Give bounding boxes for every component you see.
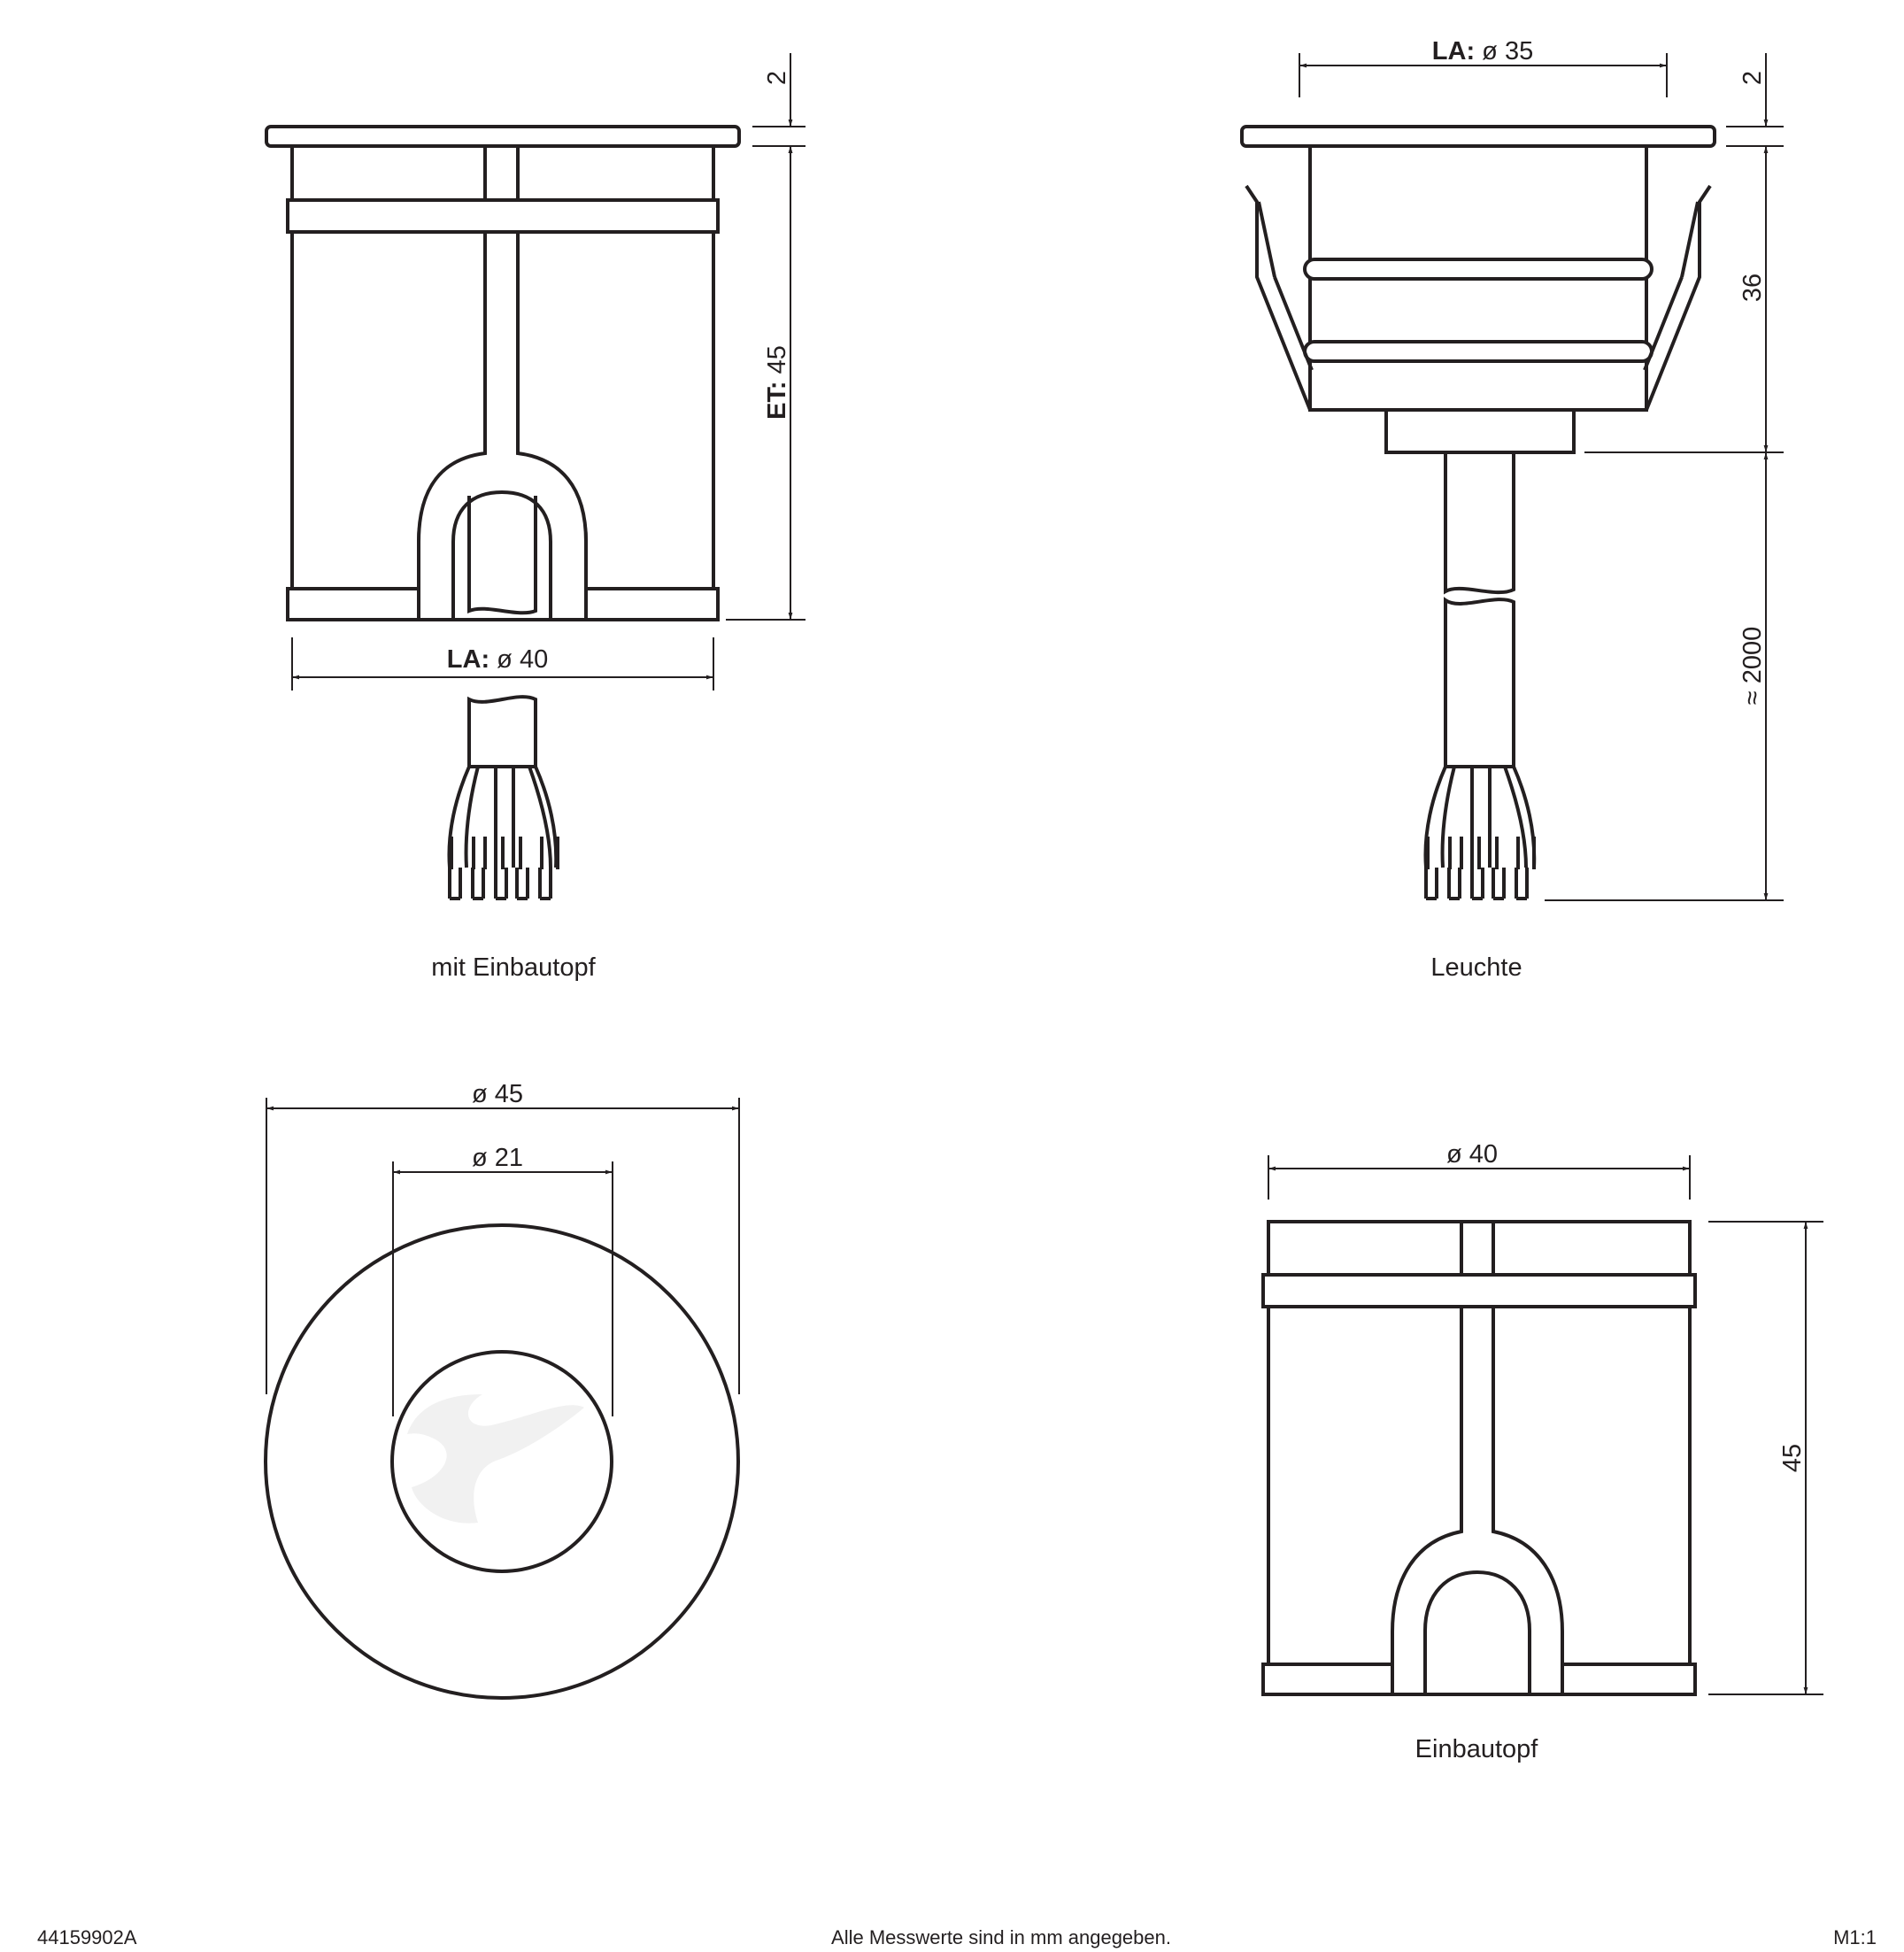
dim-inner-diameter-label: ø 21: [472, 1144, 523, 1172]
dim-outer-diameter-label: ø 45: [472, 1080, 523, 1108]
units-note: Alle Messwerte sind in mm angegeben.: [831, 1926, 1171, 1948]
wires-icon: [447, 766, 559, 900]
caption-luminaire: Leuchte: [1430, 953, 1522, 982]
lens-reflection-icon: [407, 1394, 584, 1524]
dim-luminaire-diameter-label: LA: ø 35: [1432, 37, 1533, 66]
view-top: ø 45 ø 21: [264, 1080, 740, 1700]
dim-cutout-diameter-label: LA: ø 40: [447, 645, 548, 674]
view-with-mounting-pot: 2 ET: 45 LA: ø 40 mit Einbautopf: [265, 53, 806, 982]
dim-pot-height-label: 45: [1778, 1444, 1807, 1472]
dim-luminaire-flange-label: 2: [1738, 71, 1767, 85]
dim-pot-diameter-label: ø 40: [1446, 1140, 1498, 1169]
caption-mounting-pot: Einbautopf: [1415, 1735, 1539, 1763]
caption-with-mounting-pot: mit Einbautopf: [431, 953, 596, 982]
wires-icon: [1423, 766, 1537, 900]
dim-cable-length-label: ≈ 2000: [1738, 627, 1767, 706]
view-luminaire: LA: ø 35 2 36 ≈ 2000 Leuchte: [1240, 37, 1784, 982]
document-number: 44159902A: [37, 1926, 137, 1948]
view-mounting-pot: ø 40 45 Einbautopf: [1261, 1140, 1823, 1763]
dim-top-thickness-label: 2: [763, 71, 791, 85]
footer: 44159902A Alle Messwerte sind in mm ange…: [37, 1926, 1877, 1948]
dim-installation-depth-label: ET: 45: [763, 345, 791, 420]
dim-luminaire-height-label: 36: [1738, 274, 1767, 302]
scale-label: M1:1: [1833, 1926, 1877, 1948]
